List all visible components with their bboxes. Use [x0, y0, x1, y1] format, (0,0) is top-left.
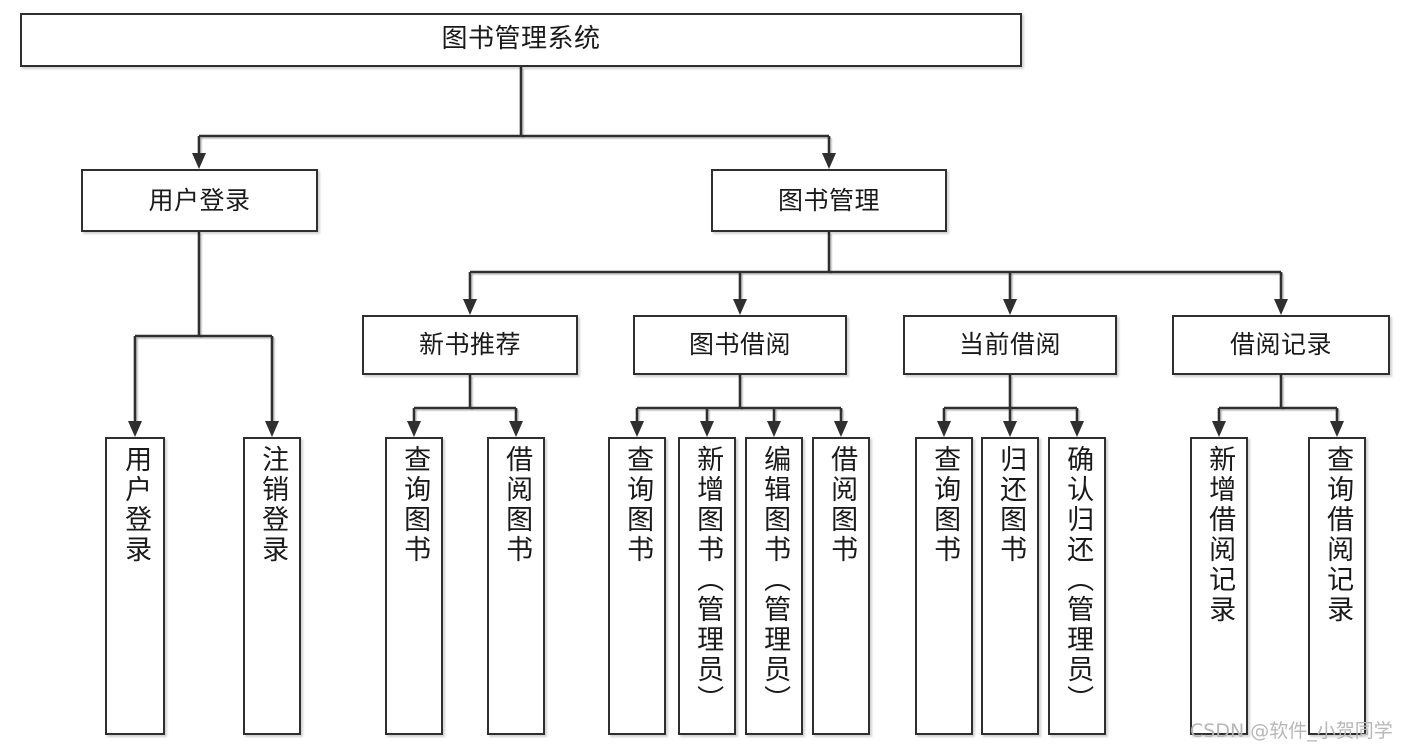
node-label: 编辑图书（管理员） [759, 445, 791, 715]
connector-group [128, 67, 1344, 437]
node-label: 借阅图书 [501, 445, 533, 565]
node-leaf-10-确认归还管理员: 确认归还（管理员） [1048, 437, 1106, 735]
arrow-head-icon [834, 421, 848, 437]
arrow-head-icon [733, 299, 747, 315]
arrow-head-icon [192, 153, 206, 169]
arrow-head-icon [407, 421, 421, 437]
node-level3-3-借阅记录: 借阅记录 [1172, 315, 1390, 375]
node-level2-1-图书管理: 图书管理 [711, 169, 947, 232]
node-leaf-5-新增图书管理员: 新增图书（管理员） [678, 437, 736, 735]
arrow-head-icon [767, 421, 781, 437]
node-label: 新书推荐 [418, 330, 521, 359]
node-level3-0-新书推荐: 新书推荐 [362, 315, 578, 375]
node-leaf-0-用户登录: 用户登录 [105, 437, 165, 735]
node-label: 查询图书 [929, 445, 961, 565]
arrow-head-icon [937, 421, 951, 437]
node-label: 图书管理系统 [441, 24, 601, 55]
node-label: 当前借阅 [958, 330, 1061, 359]
node-label: 查询图书 [622, 445, 654, 565]
arrow-head-icon [1003, 421, 1017, 437]
arrow-head-icon [1003, 299, 1017, 315]
node-label: 注销登录 [257, 445, 289, 565]
node-leaf-12-查询借阅记录: 查询借阅记录 [1308, 437, 1366, 735]
node-leaf-4-查询图书: 查询图书 [608, 437, 666, 735]
arrow-head-icon [1212, 421, 1226, 437]
node-label: 图书借阅 [688, 330, 791, 359]
node-label: 借阅图书 [826, 445, 858, 565]
node-leaf-11-新增借阅记录: 新增借阅记录 [1190, 437, 1248, 735]
arrow-head-icon [700, 421, 714, 437]
node-root-图书管理系统: 图书管理系统 [20, 13, 1022, 67]
node-label: 新增图书（管理员） [692, 445, 724, 715]
arrow-head-icon [265, 421, 279, 437]
node-label: 用户登录 [148, 185, 251, 215]
node-leaf-3-借阅图书: 借阅图书 [487, 437, 545, 735]
node-label: 用户登录 [120, 445, 152, 565]
node-leaf-7-借阅图书: 借阅图书 [812, 437, 870, 735]
node-label: 查询图书 [399, 445, 431, 565]
node-level3-2-当前借阅: 当前借阅 [903, 315, 1117, 375]
arrow-head-icon [630, 421, 644, 437]
arrow-head-icon [509, 421, 523, 437]
node-label: 借阅记录 [1229, 330, 1332, 359]
arrow-head-icon [822, 153, 836, 169]
node-label: 新增借阅记录 [1204, 445, 1236, 625]
node-label: 查询借阅记录 [1322, 445, 1354, 625]
arrow-head-icon [463, 299, 477, 315]
arrow-head-icon [1330, 421, 1344, 437]
arrow-head-icon [1070, 421, 1084, 437]
node-label: 确认归还（管理员） [1062, 445, 1094, 715]
node-label: 图书管理 [777, 185, 880, 215]
node-leaf-6-编辑图书管理员: 编辑图书（管理员） [745, 437, 803, 735]
node-leaf-9-归还图书: 归还图书 [981, 437, 1039, 735]
node-leaf-2-查询图书: 查询图书 [385, 437, 443, 735]
node-leaf-1-注销登录: 注销登录 [243, 437, 301, 735]
arrow-head-icon [1274, 299, 1288, 315]
node-level3-1-图书借阅: 图书借阅 [633, 315, 847, 375]
node-label: 归还图书 [995, 445, 1027, 565]
arrow-head-icon [128, 421, 142, 437]
node-leaf-8-查询图书: 查询图书 [915, 437, 973, 735]
node-level2-0-用户登录: 用户登录 [81, 169, 318, 232]
